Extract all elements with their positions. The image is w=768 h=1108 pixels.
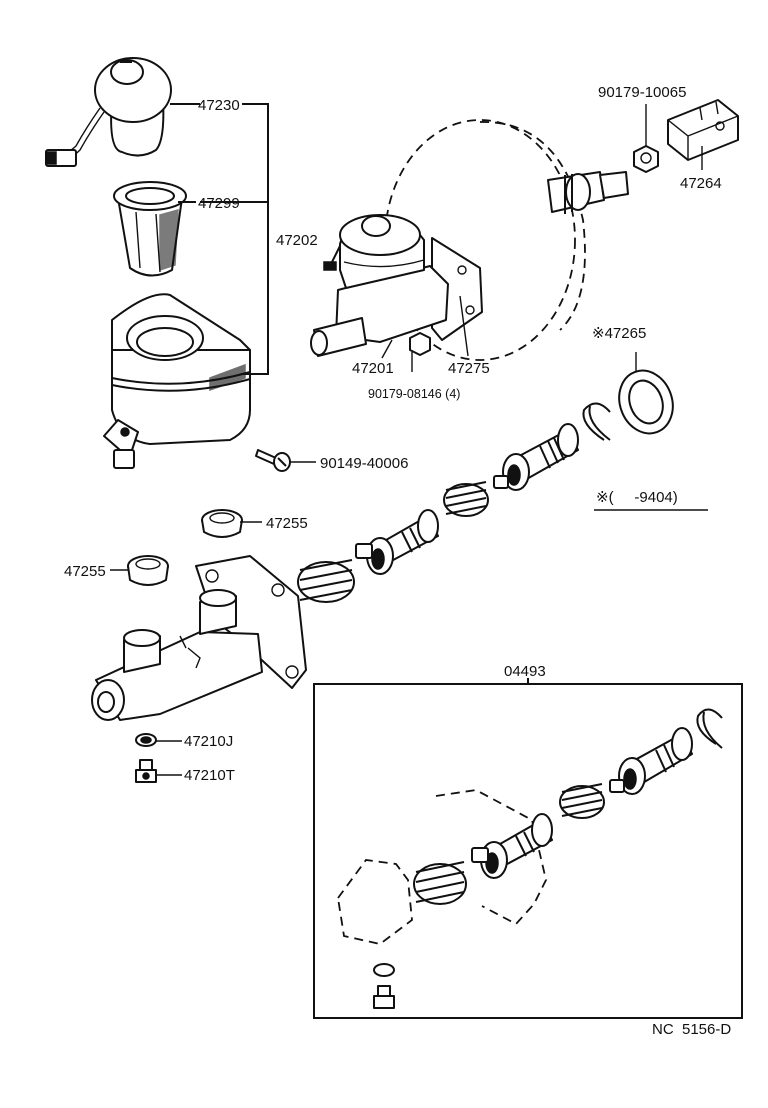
label-47230: 47230 — [198, 97, 240, 114]
nut-90179-10065[interactable] — [633, 145, 659, 173]
leader-lines — [110, 104, 708, 776]
kit-gasket[interactable] — [373, 963, 395, 977]
booster-seal-47265[interactable] — [611, 363, 682, 441]
label-47275: 47275 — [448, 360, 490, 377]
kit-union[interactable] — [373, 985, 395, 1009]
label-47264: 47264 — [680, 175, 722, 192]
grommet-47255-lower[interactable] — [127, 555, 169, 586]
screw-90149-40006[interactable] — [255, 449, 291, 472]
master-cylinder-body[interactable] — [91, 555, 307, 721]
kit-cylinder-outline — [337, 789, 547, 945]
note-9404: ※( -9404) — [596, 489, 678, 506]
drawing-code: NC 5156-D — [652, 1021, 731, 1038]
brake-booster[interactable] — [384, 119, 629, 361]
label-47255-lower: 47255 — [64, 563, 106, 580]
union-47210T[interactable] — [135, 759, 157, 783]
nut-90179-08146[interactable] — [409, 332, 431, 356]
label-47265: ※47265 — [592, 325, 646, 342]
label-47210T: 47210T — [184, 767, 235, 784]
label-47201: 47201 — [352, 360, 394, 377]
reservoir-cap-with-sensor[interactable] — [45, 57, 172, 167]
bracket-47202 — [200, 103, 269, 375]
kit-primary-piston[interactable] — [471, 813, 553, 879]
spring-primary[interactable] — [297, 559, 355, 603]
master-cylinder-assembly[interactable] — [310, 214, 483, 357]
kit-secondary-piston[interactable] — [609, 727, 693, 795]
kit-spring-secondary[interactable] — [559, 783, 605, 819]
gasket-47210J[interactable] — [135, 733, 157, 747]
label-47299: 47299 — [198, 195, 240, 212]
label-47210J: 47210J — [184, 733, 233, 750]
label-47202: 47202 — [276, 232, 318, 249]
spring-secondary[interactable] — [443, 481, 489, 517]
label-90149-40006: 90149-40006 — [320, 455, 408, 472]
kit-spring-primary[interactable] — [413, 861, 467, 905]
label-90179-08146: 90179-08146 (4) — [368, 387, 460, 401]
brake-fluid-reservoir[interactable] — [103, 293, 251, 469]
reservoir-strainer[interactable] — [113, 181, 187, 277]
primary-piston[interactable] — [355, 509, 439, 575]
secondary-piston[interactable] — [493, 423, 579, 491]
label-90179-10065: 90179-10065 — [598, 84, 686, 101]
kit-snap-ring[interactable] — [696, 708, 723, 749]
snap-ring[interactable] — [582, 402, 611, 441]
label-04493: 04493 — [504, 663, 546, 680]
label-47255-upper: 47255 — [266, 515, 308, 532]
clevis-47264[interactable] — [667, 99, 739, 161]
grommet-47255-upper[interactable] — [201, 509, 243, 538]
